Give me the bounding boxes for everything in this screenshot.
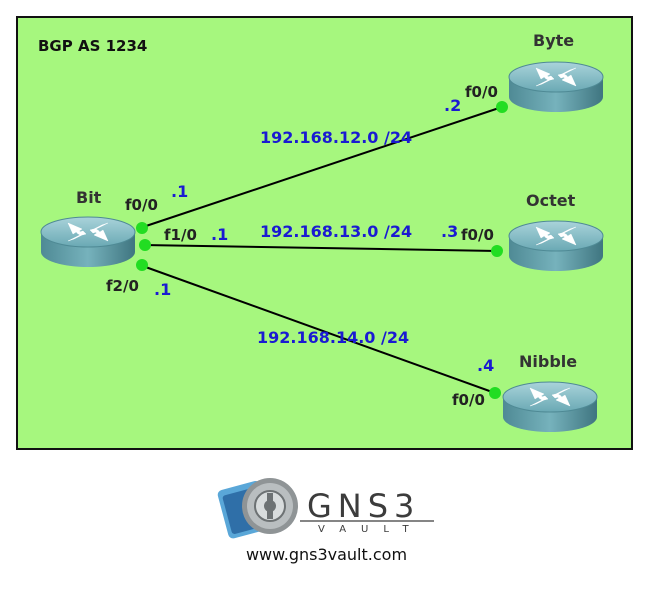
host-label: .1 <box>211 225 228 244</box>
link-bit-octet <box>142 244 498 252</box>
router-name-nibble: Nibble <box>519 352 577 371</box>
port-dot <box>136 222 148 234</box>
router-name-byte: Byte <box>533 31 574 50</box>
footer-url[interactable]: www.gns3vault.com <box>245 545 408 564</box>
gns3-vault-logo: GNS3 VAULT <box>217 478 434 539</box>
host-label: .2 <box>444 96 461 115</box>
subnet-label: 192.168.14.0 /24 <box>257 328 409 347</box>
router-octet-icon[interactable] <box>508 220 604 272</box>
iface-label: f0/0 <box>461 226 494 244</box>
port-dot <box>139 239 151 251</box>
host-label: .1 <box>154 280 171 299</box>
subnet-label: 192.168.13.0 /24 <box>260 222 412 241</box>
router-name-bit: Bit <box>76 188 102 207</box>
link-bit-nibble <box>139 264 496 394</box>
vault-emblem-icon <box>217 478 298 539</box>
router-bit-icon[interactable] <box>40 216 136 268</box>
as-label: BGP AS 1234 <box>38 37 147 55</box>
iface-label: f2/0 <box>106 277 139 295</box>
logo-word: GNS3 <box>307 487 420 525</box>
port-dot <box>136 259 148 271</box>
router-byte-icon[interactable] <box>508 61 604 113</box>
logo-sub: VAULT <box>318 524 424 535</box>
port-dot <box>491 245 503 257</box>
iface-label: f0/0 <box>465 83 498 101</box>
port-dot <box>489 387 501 399</box>
router-name-octet: Octet <box>526 191 576 210</box>
iface-label: f0/0 <box>125 196 158 214</box>
router-nibble-icon[interactable] <box>502 381 598 433</box>
subnet-label: 192.168.12.0 /24 <box>260 128 412 147</box>
iface-label: f0/0 <box>452 391 485 409</box>
host-label: .4 <box>477 356 494 375</box>
port-dot <box>496 101 508 113</box>
host-label: .1 <box>171 182 188 201</box>
port-dots <box>136 101 508 399</box>
iface-label: f1/0 <box>164 226 197 244</box>
link-bit-byte <box>139 106 503 229</box>
host-label: .3 <box>441 222 458 241</box>
